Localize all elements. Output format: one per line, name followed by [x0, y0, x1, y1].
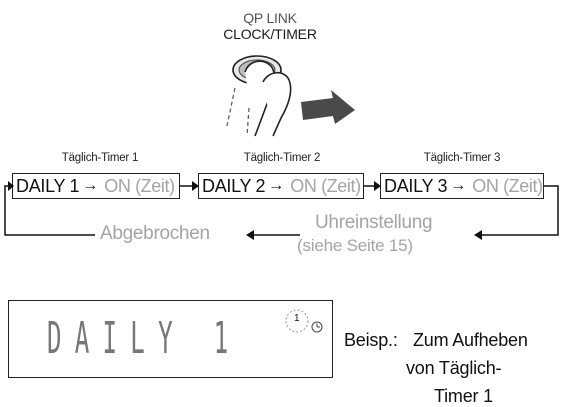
- example-line-3: Timer 1: [434, 386, 493, 406]
- timer-indicator-number: 1: [294, 313, 300, 324]
- lcd-display: DAILY 1 1: [8, 300, 333, 378]
- on-zeit-text: ON (Zeit): [104, 175, 175, 196]
- uhreinstellung-label: Uhreinstellung: [315, 212, 433, 233]
- abgebrochen-label: Abgebrochen: [100, 223, 210, 244]
- lcd-display-text: DAILY 1: [47, 313, 242, 364]
- timer-2-label: Täglich-Timer 2: [243, 152, 321, 164]
- daily-3-text: DAILY 3: [384, 175, 448, 196]
- arrow-right-icon: →: [450, 177, 467, 194]
- example-line-1: Zum Aufheben: [413, 330, 528, 350]
- timer-1-box: DAILY 1 → ON (Zeit): [12, 173, 180, 199]
- siehe-seite-label: (siehe Seite 15): [297, 236, 413, 255]
- flow-arrows: [4, 181, 559, 240]
- clock-timer-label: CLOCK/TIMER: [223, 26, 317, 42]
- on-zeit-text: ON (Zeit): [472, 175, 543, 196]
- hand-pressing-button-icon: [226, 55, 355, 137]
- example-prefix: Beisp.:: [344, 330, 398, 350]
- timer-3-box: DAILY 3 → ON (Zeit): [380, 173, 544, 199]
- timer-1-label: Täglich-Timer 1: [61, 152, 139, 164]
- qp-link-label: QP LINK: [243, 10, 297, 26]
- example-line-2: von Täglich-: [406, 358, 502, 378]
- arrow-right-icon: →: [268, 177, 285, 194]
- arrow-right-icon: →: [82, 177, 99, 194]
- daily-1-text: DAILY 1: [16, 175, 80, 196]
- timer-indicator-icon: [285, 309, 323, 333]
- timer-3-label: Täglich-Timer 3: [423, 152, 501, 164]
- daily-2-text: DAILY 2: [202, 175, 266, 196]
- on-zeit-text: ON (Zeit): [290, 175, 361, 196]
